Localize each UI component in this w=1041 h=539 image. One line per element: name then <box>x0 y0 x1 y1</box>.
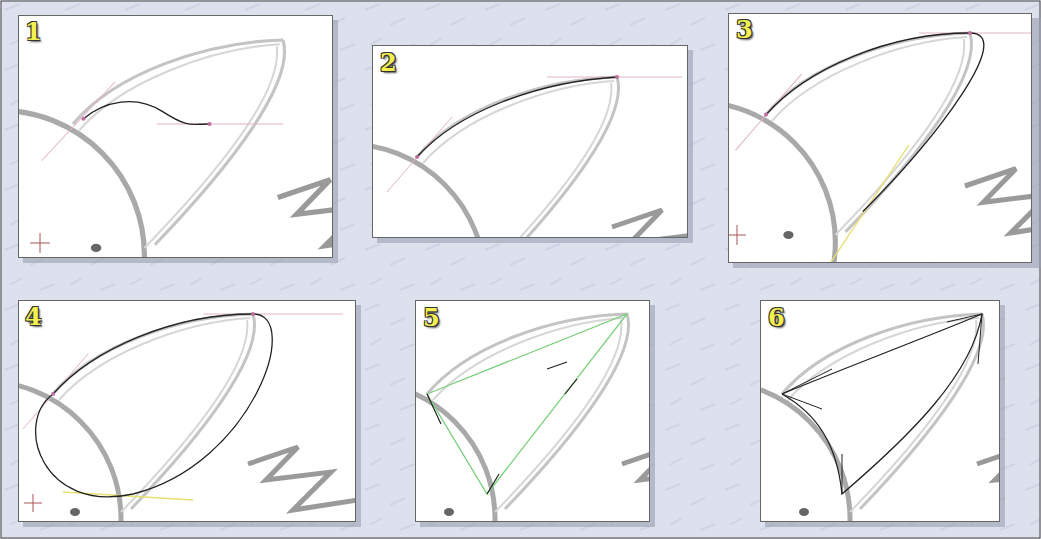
callout-number: 5 <box>423 306 440 330</box>
callout-number: 2 <box>380 51 397 75</box>
panel-5 <box>219 244 732 539</box>
panel-4 <box>0 244 358 539</box>
panel-6 <box>574 244 1041 539</box>
callout-number: 3 <box>736 18 753 42</box>
callout-number: 6 <box>768 306 785 330</box>
callout-number: 1 <box>25 20 42 44</box>
callout-number: 4 <box>25 305 42 329</box>
